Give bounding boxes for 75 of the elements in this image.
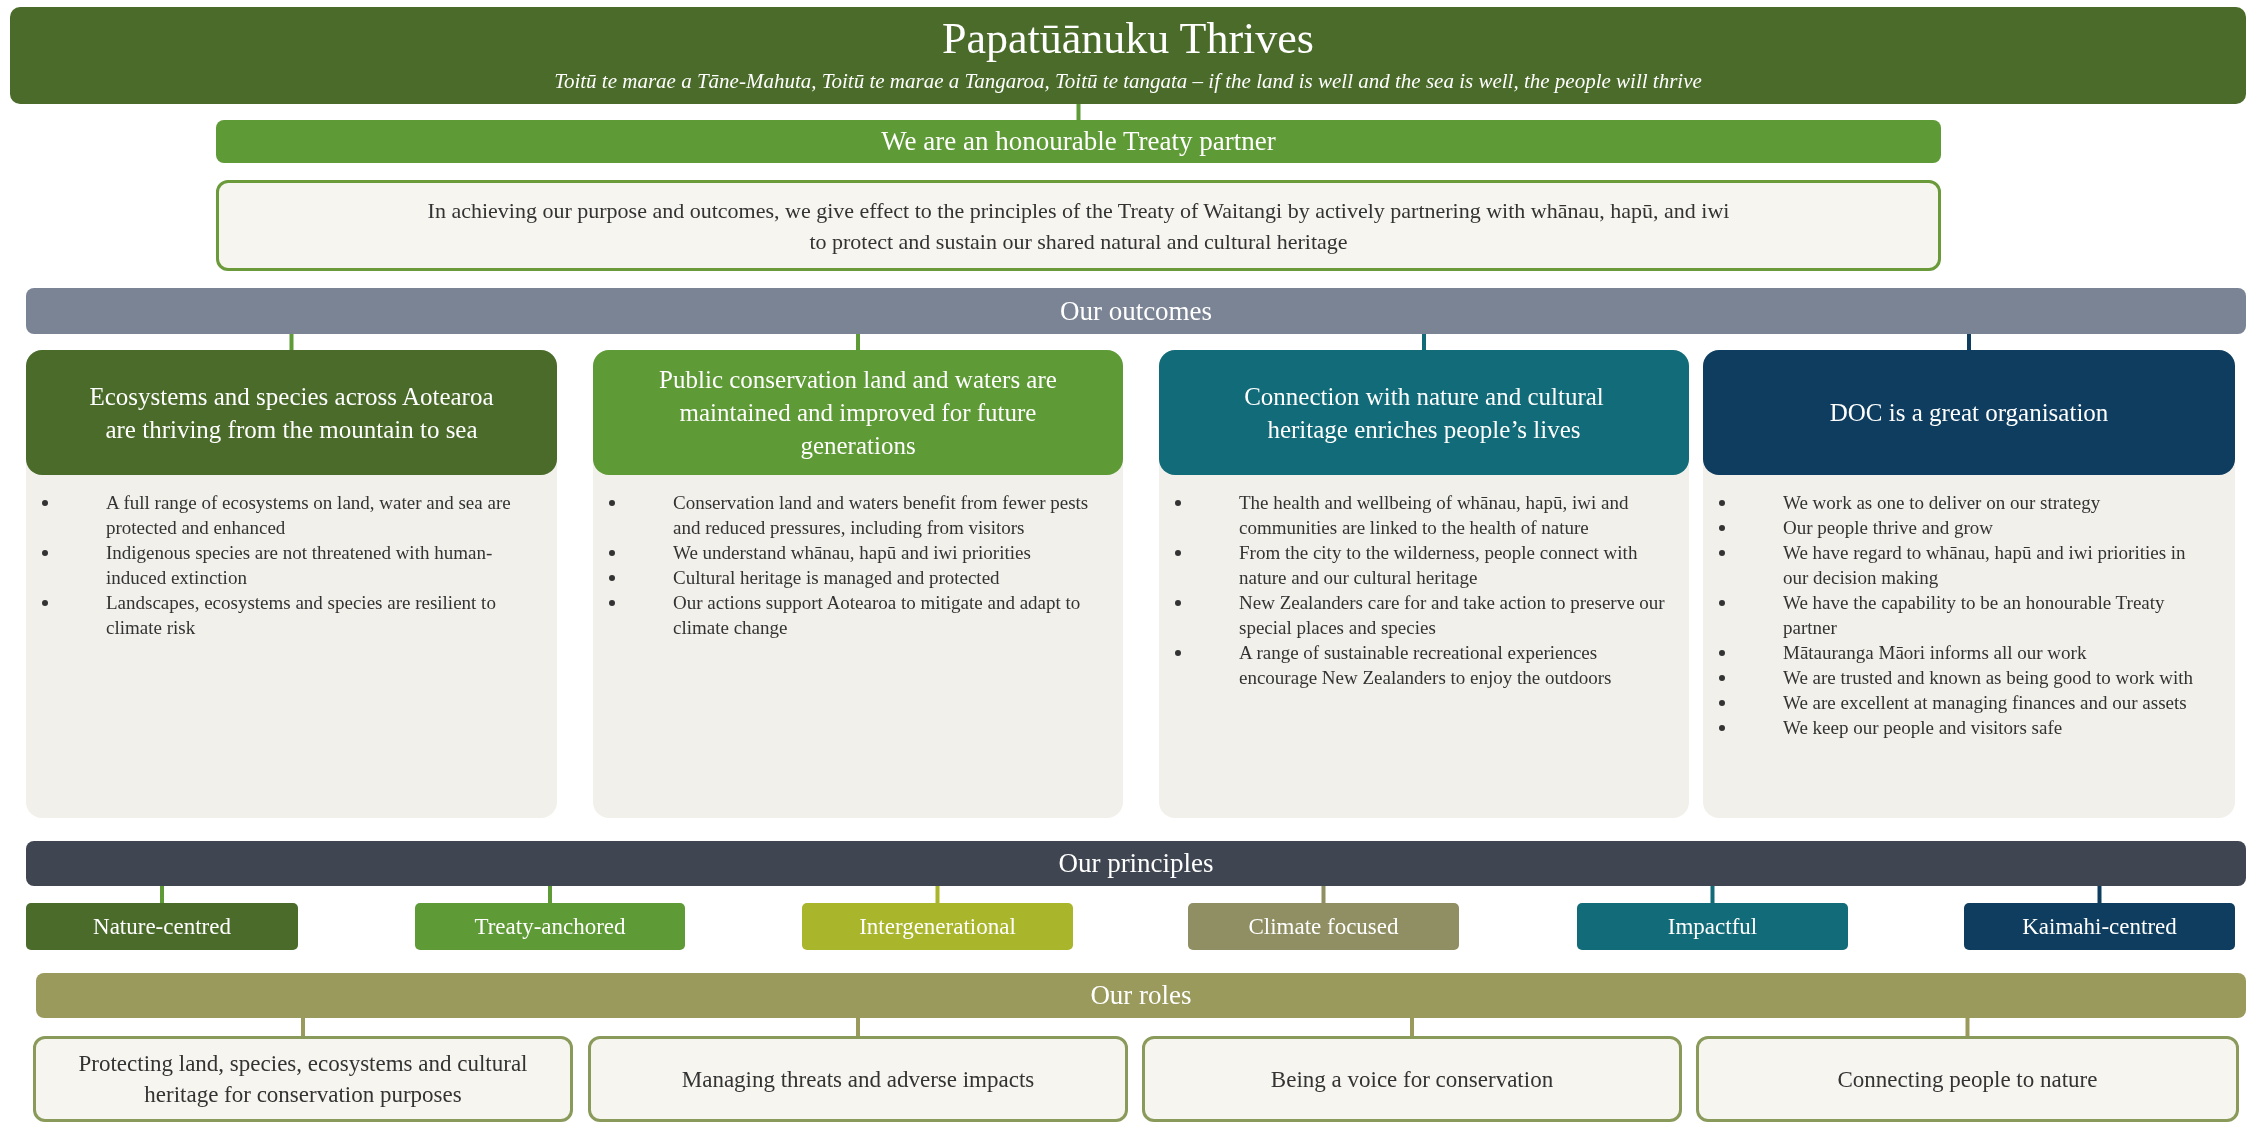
outcome-card — [593, 350, 1123, 818]
role-text: Managing threats and adverse impacts — [681, 1065, 1035, 1094]
principle-label: Treaty-anchored — [474, 913, 626, 940]
statement-text: In achieving our purpose and outcomes, we give effect to the principles of the Treaty of Waitangi by actively partnering with whānau, hapū, and iwi to protect and sustain our shared natural and cultural heritage — [426, 196, 1731, 256]
bullet-text: We are trusted and known as being good to work with — [1783, 666, 2195, 690]
connector-line — [1076, 104, 1081, 120]
connector-line — [1422, 334, 1426, 350]
connector-line — [289, 334, 294, 350]
principle-label: Kaimahi-centred — [2022, 913, 2177, 940]
connector-line — [2097, 886, 2102, 903]
bullet-text: From the city to the wilderness, people connect with nature and our cultural heritage — [1239, 541, 1639, 590]
bullet-text: Our people thrive and grow — [1783, 516, 1994, 540]
band-heading: We are an honourable Treaty partner — [881, 126, 1276, 157]
section-band — [26, 288, 2246, 334]
bullet-text: The health and wellbeing of whānau, hapū, iwi and communities are linked to the health of nature — [1239, 491, 1630, 540]
role-box — [588, 1036, 1128, 1122]
connector-line — [1967, 334, 1971, 350]
bullet-text: A range of sustainable recreational experiences encourage New Zealanders to enjoy the outdoors — [1239, 641, 1613, 690]
title: Papatūānuku Thrives — [941, 13, 1315, 65]
bullet-text: Mātauranga Māori informs all our work — [1783, 641, 2088, 665]
role-text: Connecting people to nature — [1837, 1065, 2098, 1094]
bullet-text: Conservation land and waters benefit from fewer pests and reduced pressures, including from visitors — [673, 491, 1090, 540]
role-text: Protecting land, species, ecosystems and cultural heritage for conservation purposes — [77, 1050, 529, 1109]
connector-line — [1410, 1018, 1414, 1036]
role-text: Being a voice for conservation — [1270, 1065, 1554, 1094]
connector-line — [1710, 886, 1715, 903]
section-band — [216, 120, 1941, 163]
outcome-card — [1703, 350, 2235, 818]
outcome-heading: DOC is a great organisation — [1829, 398, 2109, 428]
bullet-text: New Zealanders care for and take action to preserve our special places and species — [1239, 591, 1666, 640]
bullet-text: Landscapes, ecosystems and species are resilient to climate risk — [106, 591, 497, 640]
principle-label: Intergenerational — [859, 913, 1016, 940]
bullet-text: Indigenous species are not threatened with human-induced extinction — [106, 541, 494, 590]
principle-box — [1188, 903, 1459, 950]
role-box — [1696, 1036, 2239, 1122]
section-band — [26, 841, 2246, 886]
role-box — [1142, 1036, 1682, 1122]
principle-box — [26, 903, 298, 950]
outcome-heading: Ecosystems and species across Aotearoa are thriving from the mountain to sea — [88, 381, 495, 445]
outcome-heading: Connection with nature and cultural heritage enriches people’s lives — [1243, 381, 1605, 445]
outcome-card — [26, 350, 557, 818]
connector-line — [548, 886, 552, 903]
principle-label: Impactful — [1667, 913, 1758, 940]
principle-box — [1577, 903, 1848, 950]
bullet-text: We understand whānau, hapū and iwi priorities — [673, 541, 1032, 565]
bullet-text: We have regard to whānau, hapū and iwi priorities in our decision making — [1783, 541, 2187, 590]
section-band — [36, 973, 2246, 1018]
bullet-text: Our actions support Aotearoa to mitigate and adapt to climate change — [673, 591, 1082, 640]
principle-label: Climate focused — [1248, 913, 1399, 940]
bullet-text: We have the capability to be an honourable Treaty partner — [1783, 591, 2166, 640]
principle-box — [415, 903, 685, 950]
bullet-text: We keep our people and visitors safe — [1783, 716, 2064, 740]
outcome-card — [1159, 350, 1689, 818]
bullet-text: Cultural heritage is managed and protected — [673, 566, 1001, 590]
title-banner — [10, 7, 2246, 104]
statement-box — [216, 180, 1941, 271]
principle-box — [1964, 903, 2235, 950]
connector-line — [301, 1018, 305, 1036]
band-heading: Our roles — [1090, 980, 1192, 1011]
band-heading: Our outcomes — [1059, 295, 1213, 327]
band-heading: Our principles — [1058, 848, 1214, 879]
subtitle: Toitū te marae a Tāne-Mahuta, Toitū te marae a Tangaroa, Toitū te tangata – if the land is well and the sea is well, the people will thrive — [553, 68, 1703, 95]
bullet-text: A full range of ecosystems on land, water and sea are protected and enhanced — [106, 491, 512, 540]
connector-line — [935, 886, 940, 903]
connector-line — [856, 334, 860, 350]
role-box — [33, 1036, 573, 1122]
connector-line — [1321, 886, 1326, 903]
connector-line — [160, 886, 164, 903]
bullet-text: We work as one to deliver on our strategy — [1783, 491, 2102, 515]
principle-box — [802, 903, 1073, 950]
principle-label: Nature-centred — [93, 913, 231, 940]
connector-line — [1965, 1018, 1970, 1036]
bullet-text: We are excellent at managing finances and our assets — [1783, 691, 2188, 715]
outcome-heading: Public conservation land and waters are maintained and improved for future generations — [658, 365, 1058, 461]
connector-line — [856, 1018, 860, 1036]
